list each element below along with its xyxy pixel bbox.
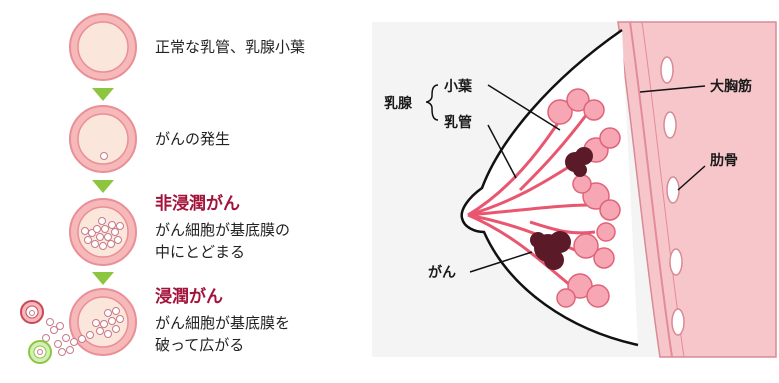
stage-normal-circle	[69, 13, 137, 81]
pectoral-muscle-label: 大胸筋	[710, 79, 752, 95]
tumor-masses	[530, 147, 593, 270]
lobule-label: 小葉	[444, 79, 472, 95]
lobule-clusters	[547, 88, 621, 308]
anatomy-graphics	[372, 21, 777, 358]
duct-label: 乳管	[444, 115, 472, 131]
cancer-label: がん	[428, 265, 456, 281]
stage-4-line-1: がん細胞が基底膜を	[155, 314, 291, 332]
stage-4-title: 浸潤がん	[155, 287, 223, 307]
stage-cancer-onset-circle	[69, 105, 137, 173]
rib-label: 肋骨	[710, 153, 738, 169]
brace-icon	[425, 84, 439, 121]
stage-3-title: 非浸潤がん	[155, 194, 240, 214]
stage-3-line-2: 中にとどまる	[155, 243, 246, 261]
label-leader-lines	[469, 84, 706, 273]
rib-ovals	[660, 56, 685, 336]
arrow-down-icon	[92, 272, 114, 285]
stage-invasive-circle	[20, 288, 137, 364]
stage-2-label: がんの発生	[155, 130, 231, 148]
mammary-gland-label: 乳腺	[384, 96, 412, 112]
stage-4-line-2: 破って広がる	[155, 336, 245, 354]
arrow-down-icon	[92, 88, 114, 101]
stage-1-label: 正常な乳管、乳腺小葉	[155, 38, 306, 56]
progression-graphics	[20, 13, 137, 364]
stage-non-invasive-circle	[69, 198, 137, 266]
arrow-down-icon	[92, 180, 114, 193]
stage-3-line-1: がん細胞が基底膜の	[155, 221, 291, 239]
progression-panel: 正常な乳管、乳腺小葉 がんの発生 非浸潤がん がん細胞が基底膜の 中にとどまる …	[0, 0, 360, 383]
chest-wall	[617, 21, 777, 358]
anatomy-panel: 乳腺 小葉 乳管 がん 大胸筋 肋骨	[360, 0, 779, 383]
